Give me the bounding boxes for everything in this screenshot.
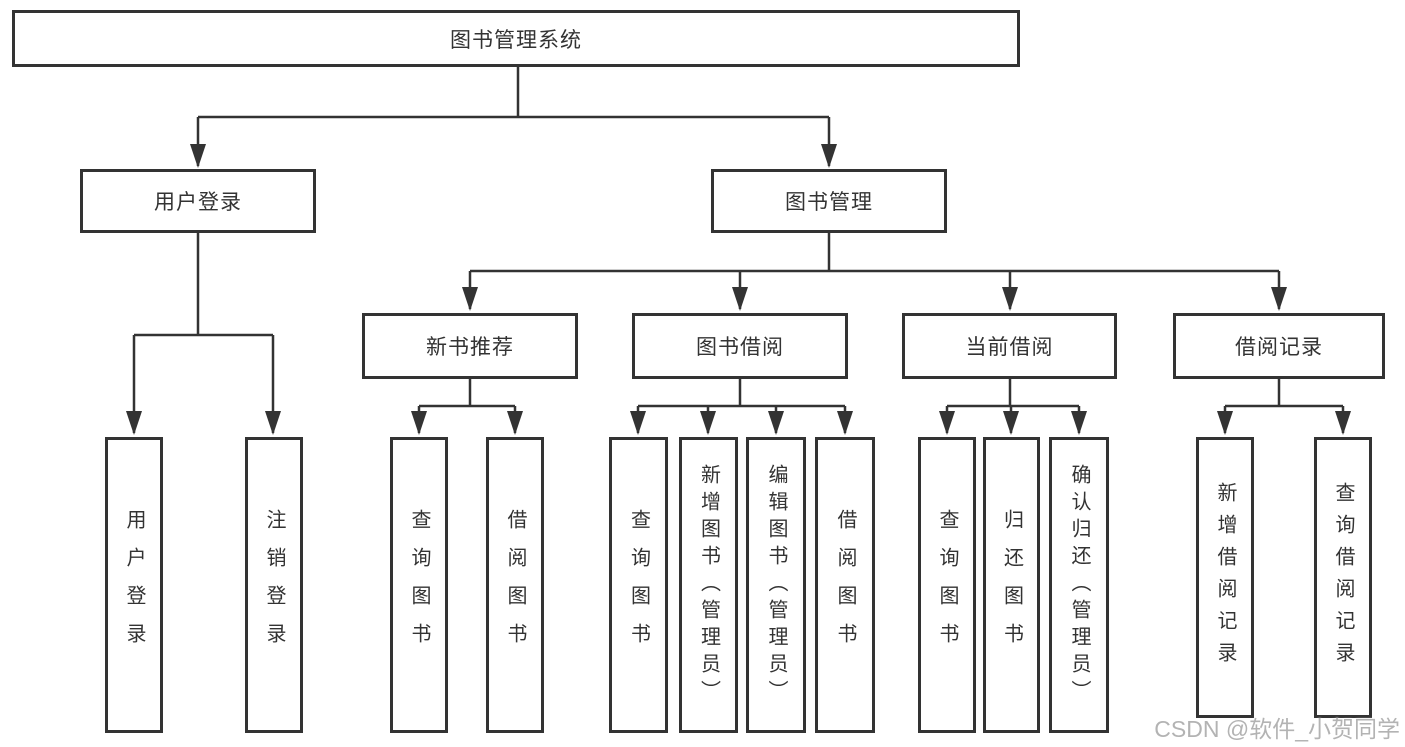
node-label: 图书借阅 (696, 336, 784, 359)
node-label: 新增借阅记录 (1214, 481, 1236, 674)
node-label: 图书管理 (785, 191, 873, 214)
node-label: 用户登录 (123, 509, 145, 661)
node-query-books-3: 查询图书 (918, 437, 976, 733)
node-confirm-return-admin: 确认归还（管理员） (1049, 437, 1109, 733)
node-borrow-records: 借阅记录 (1173, 313, 1385, 379)
node-label: 注销登录 (263, 509, 285, 661)
csdn-watermark: CSDN @软件_小贺同学 (1154, 716, 1400, 742)
node-label: 当前借阅 (965, 336, 1054, 359)
node-new-book-recommend: 新书推荐 (362, 313, 578, 379)
node-user-login-module: 用户登录 (80, 169, 316, 233)
node-label: 借阅图书 (834, 509, 856, 661)
node-label: 借阅记录 (1235, 336, 1323, 359)
connector-borrow-records-children (1217, 378, 1351, 435)
node-label: 新增图书（管理员） (697, 463, 720, 707)
node-label: 查询图书 (408, 509, 430, 661)
node-library-management-system: 图书管理系统 (12, 10, 1020, 67)
node-logout-action: 注销登录 (245, 437, 303, 733)
node-borrow-books-2: 借阅图书 (815, 437, 875, 733)
node-label: 确认归还（管理员） (1068, 463, 1090, 707)
node-label: 查询图书 (936, 509, 958, 661)
node-add-borrow-record: 新增借阅记录 (1196, 437, 1254, 718)
node-query-books-1: 查询图书 (390, 437, 448, 733)
node-borrow-books-1: 借阅图书 (486, 437, 544, 733)
connector-new-book-recommend-children (411, 378, 523, 435)
connector-book-management-children (462, 233, 1287, 311)
node-label: 新书推荐 (426, 336, 514, 359)
node-label: 查询图书 (627, 509, 650, 661)
node-label: 查询借阅记录 (1332, 481, 1354, 674)
node-query-borrow-record: 查询借阅记录 (1314, 437, 1372, 718)
node-book-management-module: 图书管理 (711, 169, 947, 233)
node-label: 借阅图书 (504, 509, 526, 661)
connector-user-login-children (126, 233, 281, 435)
connector-book-borrowing-children (630, 378, 853, 435)
node-edit-books-admin: 编辑图书（管理员） (746, 437, 806, 733)
connector-current-borrowing-children (939, 378, 1087, 435)
node-user-login-action: 用户登录 (105, 437, 163, 733)
node-query-books-2: 查询图书 (609, 437, 668, 733)
node-add-books-admin: 新增图书（管理员） (679, 437, 738, 733)
node-return-books: 归还图书 (983, 437, 1040, 733)
node-label: 编辑图书（管理员） (765, 463, 787, 707)
node-label: 图书管理系统 (450, 28, 582, 52)
node-label: 归还图书 (1000, 509, 1023, 661)
node-book-borrowing: 图书借阅 (632, 313, 848, 379)
node-label: 用户登录 (154, 191, 242, 214)
connector-root-to-level2 (190, 66, 837, 168)
node-current-borrowing: 当前借阅 (902, 313, 1117, 379)
